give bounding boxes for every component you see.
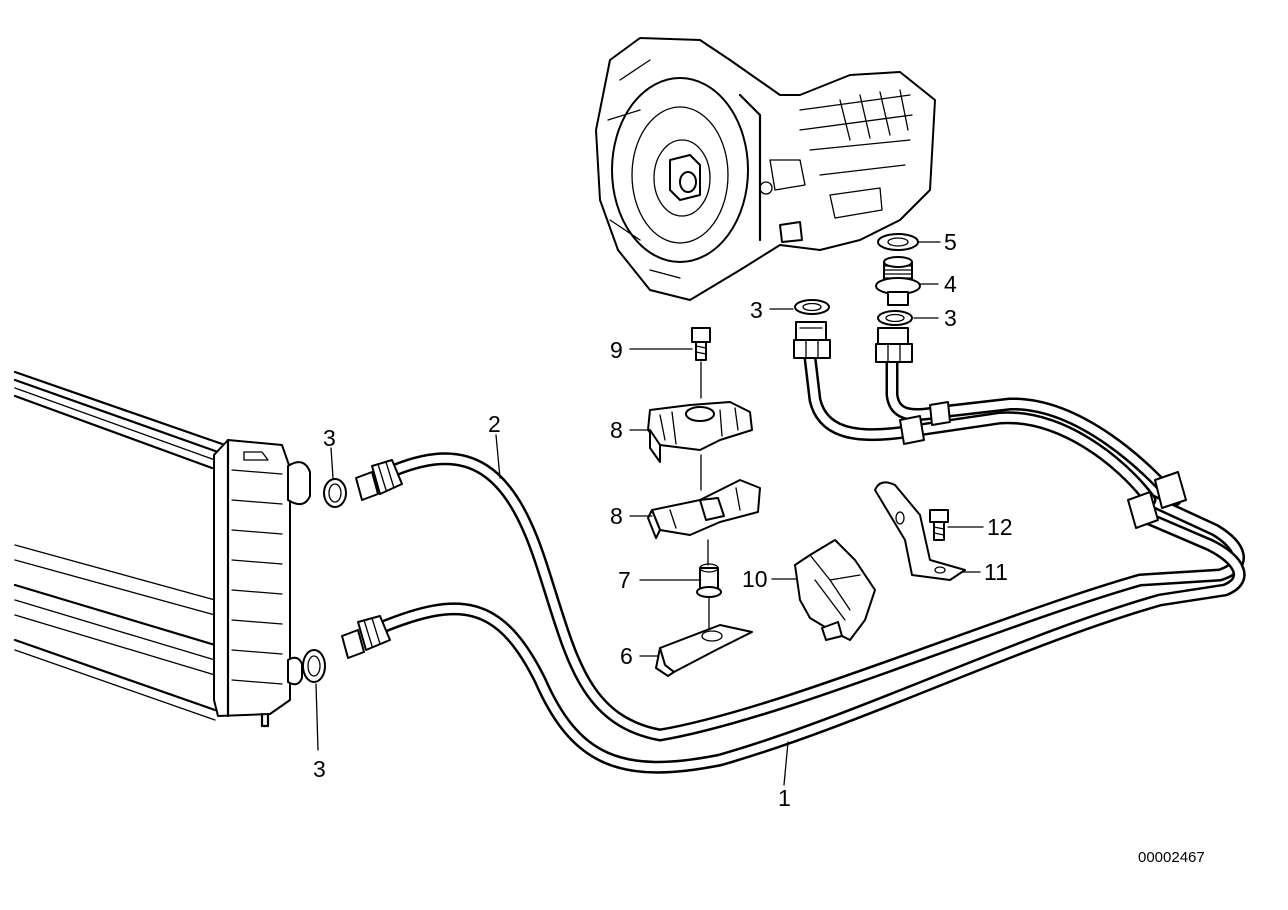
radiator [13, 370, 311, 728]
pipe-fitting-transmission-right [875, 327, 913, 363]
sealing-ring-radiator-bottom [302, 649, 326, 683]
sealing-ring-transmission-left [794, 299, 830, 315]
callout-1: 1 [778, 785, 791, 811]
callout-8-lower: 8 [610, 503, 623, 529]
pipe-clamp-lower [647, 479, 761, 566]
lower-oil-cooler-pipe [373, 508, 1246, 774]
transmission-pipe-sections [803, 351, 1187, 529]
bracket-lower [655, 624, 753, 677]
callout-6: 6 [620, 643, 633, 669]
callout-3-radiator-bottom: 3 [313, 756, 326, 782]
sealing-ring-radiator-top [323, 478, 347, 508]
callout-10: 10 [742, 566, 768, 592]
callout-5: 5 [944, 229, 957, 255]
upper-oil-cooler-pipe [388, 452, 1245, 742]
callout-9: 9 [610, 337, 623, 363]
bracket-right [874, 481, 966, 581]
callout-3-transmission-right: 3 [944, 305, 957, 331]
pipe-clamp-upper [647, 401, 753, 491]
pipe-fitting-lower [341, 615, 391, 659]
callout-8-upper: 8 [610, 417, 623, 443]
document-number: 00002467 [1138, 849, 1205, 866]
screw-adapter [875, 256, 921, 306]
automatic-transmission [595, 37, 936, 301]
pipe-fitting-upper [355, 459, 403, 501]
bolt-right [929, 509, 949, 541]
pipe-fitting-transmission-left [793, 321, 831, 359]
callout-3-transmission-left: 3 [750, 297, 763, 323]
callout-3-radiator-top: 3 [323, 425, 336, 451]
callout-7: 7 [618, 567, 631, 593]
callout-11: 11 [984, 559, 1008, 585]
sealing-ring-transmission-right [877, 310, 913, 326]
callout-12: 12 [987, 514, 1013, 540]
callout-labels: 2 1 3 3 3 3 4 5 9 8 8 7 6 10 11 12 [313, 229, 1013, 811]
callout-2: 2 [488, 411, 501, 437]
callout-4: 4 [944, 271, 957, 297]
nut [696, 563, 722, 631]
leader-lines [315, 241, 984, 786]
bolt-upper [691, 327, 711, 399]
washer [877, 233, 919, 251]
holder [794, 539, 876, 641]
